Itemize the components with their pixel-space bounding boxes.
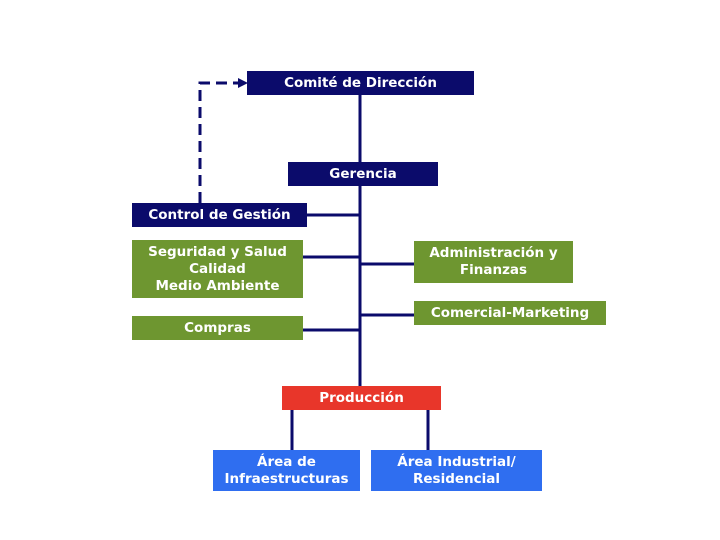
- node-gerencia: Gerencia: [288, 162, 438, 186]
- dashed-feedback-line: [198, 81, 240, 203]
- node-area-infraestructuras: Área de Infraestructuras: [213, 450, 360, 491]
- node-comercial-marketing: Comercial-Marketing: [414, 301, 606, 325]
- node-administracion-finanzas: Administración y Finanzas: [414, 241, 573, 283]
- node-comite-direccion: Comité de Dirección: [247, 71, 474, 95]
- node-area-industrial-residencial: Área Industrial/ Residencial: [371, 450, 542, 491]
- arrowhead-icon: [238, 78, 248, 88]
- node-compras: Compras: [132, 316, 303, 340]
- node-produccion: Producción: [282, 386, 441, 410]
- node-seguridad-calidad-medio-ambiente: Seguridad y Salud Calidad Medio Ambiente: [132, 240, 303, 298]
- node-control-gestion: Control de Gestión: [132, 203, 307, 227]
